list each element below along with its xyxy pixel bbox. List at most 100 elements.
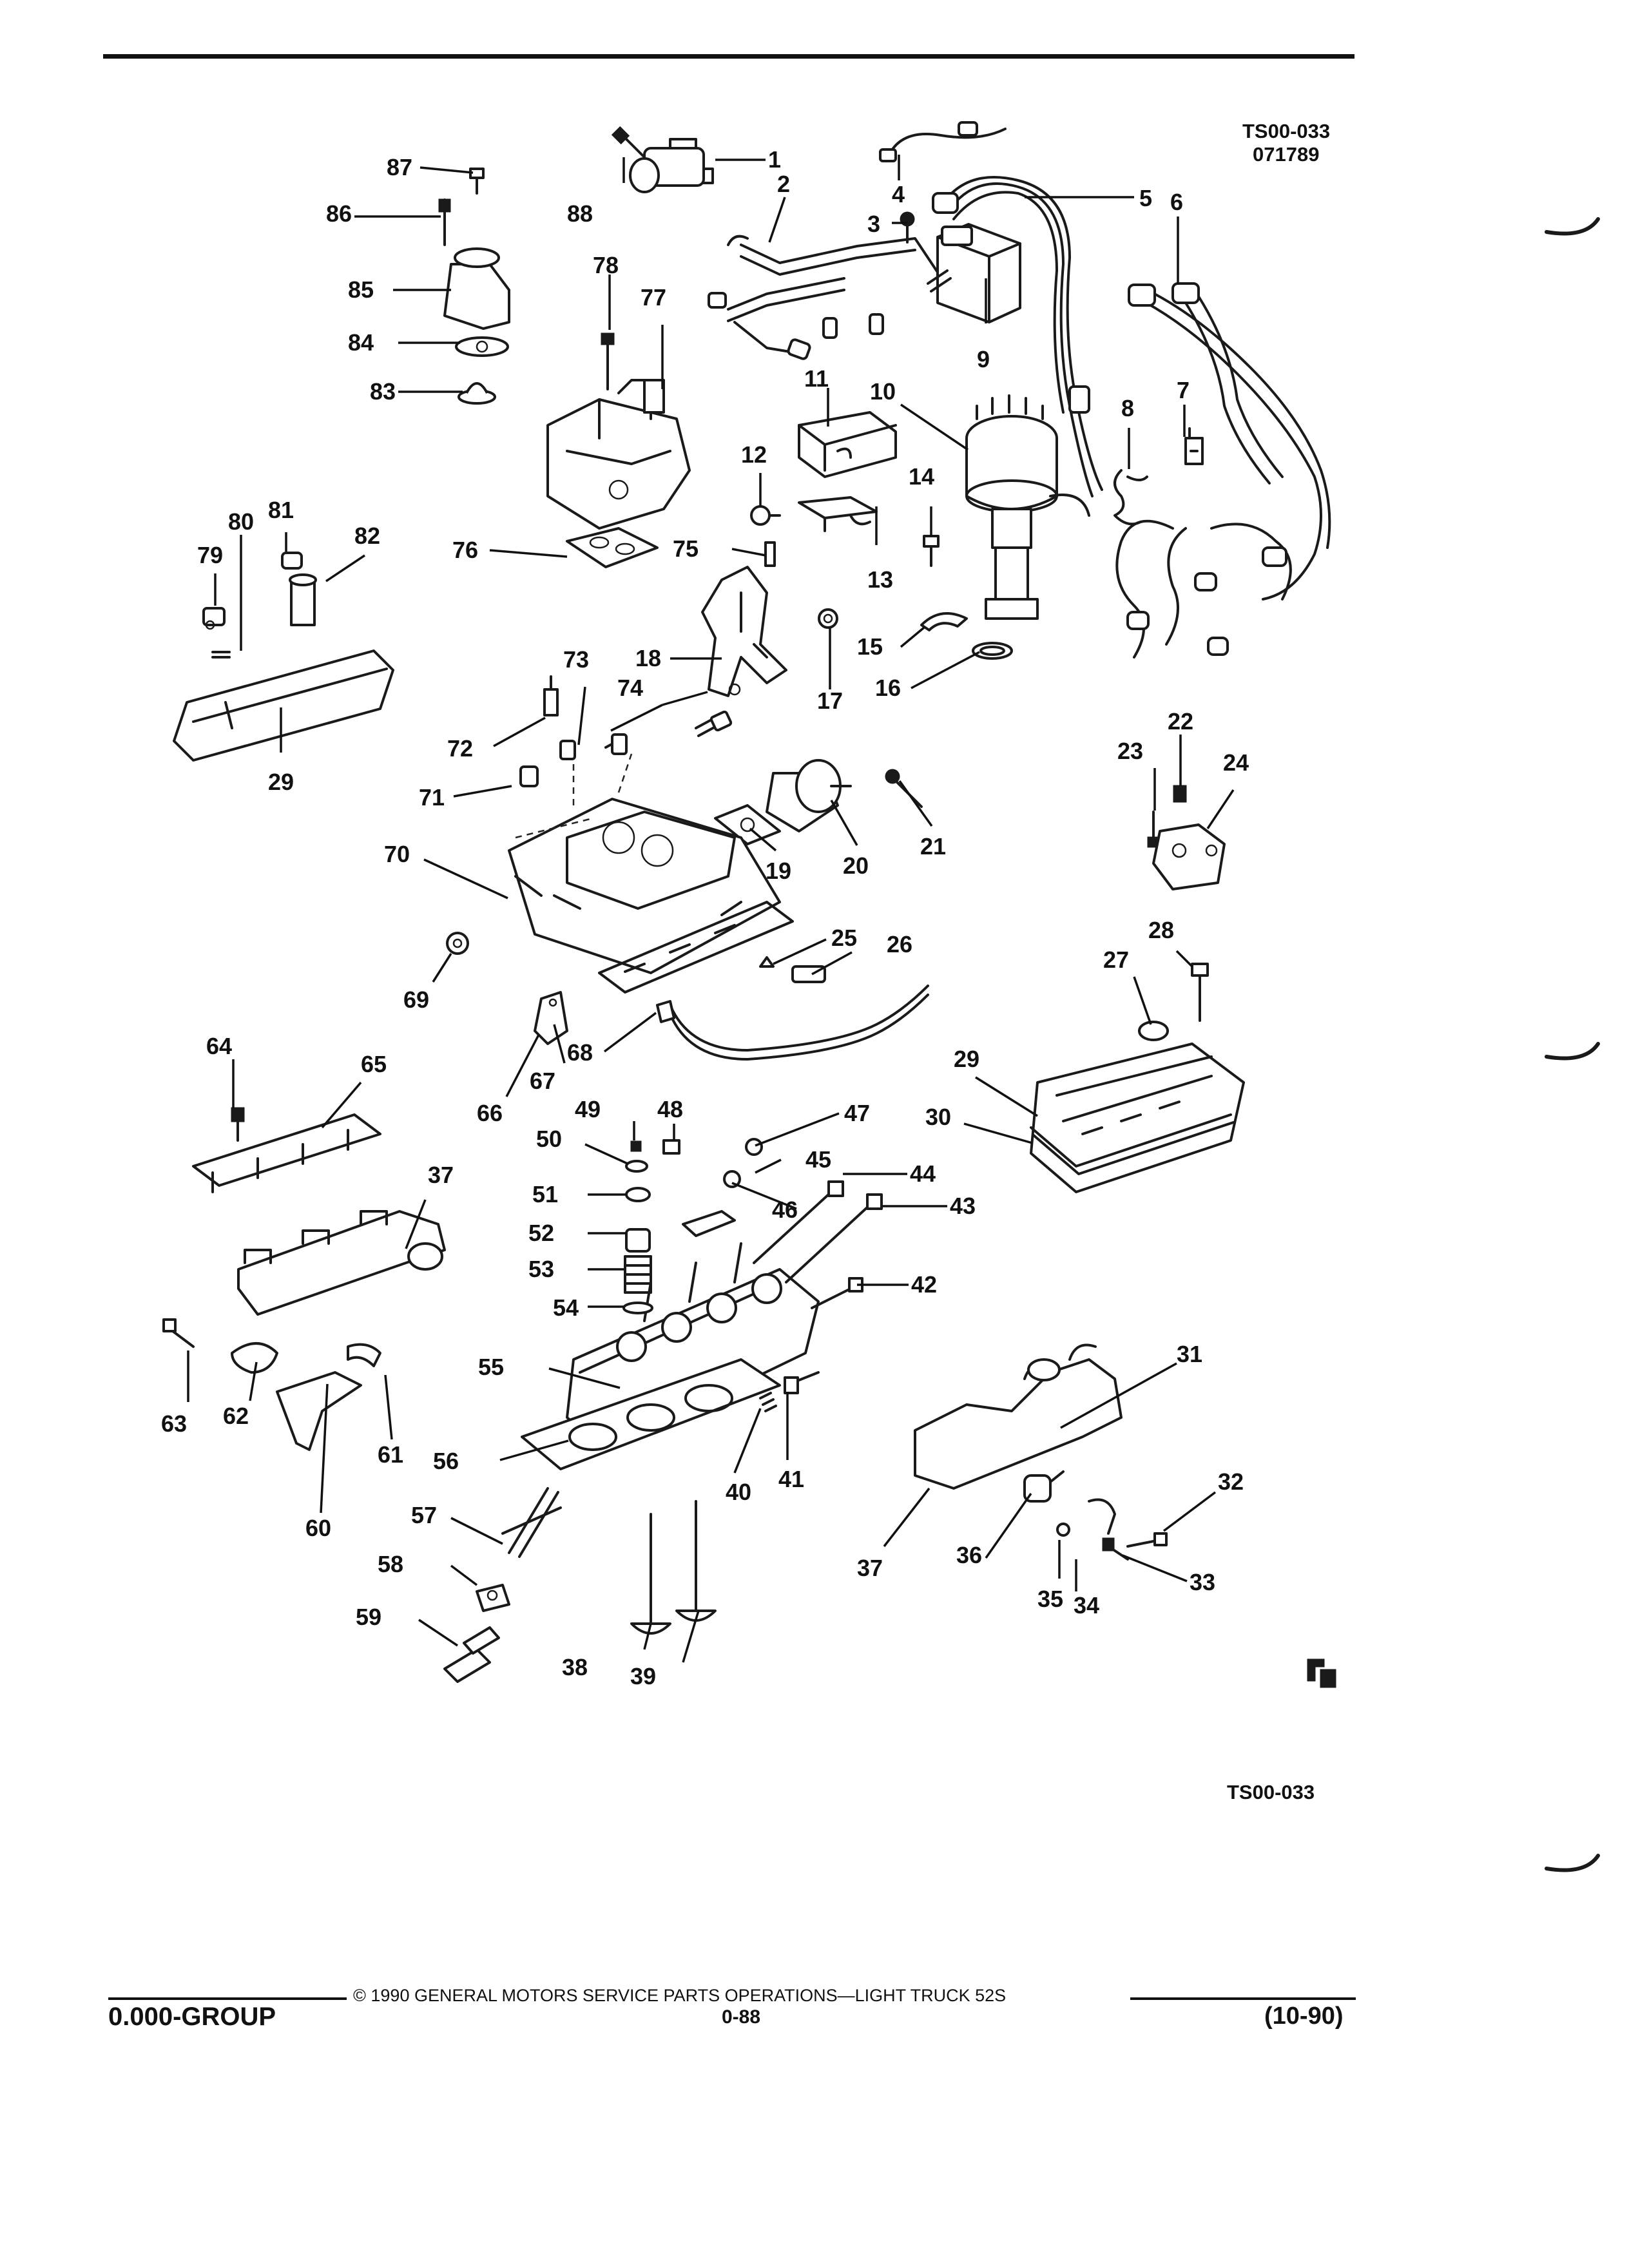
- callout-53: 53: [528, 1256, 554, 1282]
- callout-20: 20: [843, 852, 869, 879]
- callout-2: 2: [777, 171, 790, 197]
- binder-marks: [1545, 217, 1600, 1872]
- callout-75: 75: [673, 535, 699, 562]
- part-56-head-gasket: [521, 1358, 781, 1470]
- callout-76: 76: [452, 537, 478, 563]
- callout-80: 80: [228, 508, 254, 535]
- callout-56: 56: [433, 1448, 459, 1474]
- part-51-cap: [625, 1187, 651, 1202]
- part-81-grommet: [281, 552, 303, 570]
- callout-42: 42: [911, 1271, 937, 1298]
- callout-86: 86: [326, 200, 352, 227]
- part-84-gasket: [455, 336, 509, 357]
- footer-rule-left: [108, 1997, 347, 2000]
- part-74-fitting: [604, 710, 733, 755]
- callout-45: 45: [805, 1146, 831, 1173]
- part-7-clip: [1184, 427, 1204, 465]
- part-77-throttle-body: [546, 379, 691, 530]
- part-68-clip: [656, 1000, 675, 1023]
- part-12-sensor: [750, 505, 781, 526]
- part-65-heat-shield: [192, 1113, 381, 1193]
- part-70-intake-manifold: [508, 753, 781, 974]
- callout-37: 37: [857, 1555, 883, 1581]
- part-30-valve-cover-gasket: [1030, 1113, 1235, 1175]
- callout-36: 36: [956, 1542, 982, 1568]
- part-31-exhaust-manifold-right: [914, 1343, 1123, 1490]
- callout-78: 78: [593, 252, 619, 278]
- callout-33: 33: [1190, 1569, 1215, 1595]
- part-47-nut: [745, 1138, 763, 1156]
- part-9-ignition-module: [927, 223, 1021, 323]
- part-35-washer: [1056, 1523, 1070, 1537]
- callout-6: 6: [1170, 189, 1183, 215]
- part-43-head-bolt: [785, 1193, 883, 1283]
- callout-51: 51: [532, 1181, 558, 1207]
- callout-15: 15: [857, 633, 883, 660]
- footer-page-number: 0-88: [722, 2006, 761, 2028]
- part-59-lifter: [443, 1626, 500, 1683]
- footer-rule-right: [1130, 1997, 1356, 2000]
- part-88-bolt: [611, 126, 644, 157]
- callout-43: 43: [950, 1193, 976, 1219]
- callout-34: 34: [1074, 1592, 1099, 1619]
- callout-41: 41: [778, 1466, 804, 1492]
- callout-61: 61: [378, 1441, 403, 1468]
- callout-12: 12: [741, 441, 767, 468]
- callout-11: 11: [804, 365, 829, 392]
- callout-58: 58: [378, 1551, 403, 1577]
- part-15-shim: [920, 612, 968, 631]
- part-83-thermostat: [458, 382, 496, 405]
- part-38-intake-valve: [630, 1513, 671, 1635]
- part-60-bracket: [276, 1371, 362, 1451]
- part-32-bolt: [1126, 1532, 1168, 1548]
- part-2-vacuum-harness: [708, 235, 955, 360]
- callout-54: 54: [553, 1294, 579, 1321]
- callout-3: 3: [867, 211, 880, 237]
- diagram-id: TS00-033: [1242, 120, 1331, 142]
- callout-52: 52: [528, 1220, 554, 1246]
- callout-4: 4: [892, 181, 905, 207]
- callout-29: 29: [954, 1046, 979, 1072]
- callout-81: 81: [268, 497, 294, 523]
- callout-28: 28: [1148, 917, 1174, 943]
- part-49-keeper: [630, 1140, 642, 1152]
- callout-labels: 1 2 3 4 5 6 7 8 9 10 11 12 13 14 15 16 1…: [161, 146, 1249, 1689]
- callout-19: 19: [766, 858, 791, 884]
- callout-65: 65: [361, 1051, 387, 1077]
- part-8-bracket-clip: [1113, 469, 1148, 526]
- callout-47: 47: [844, 1100, 870, 1126]
- callout-30: 30: [925, 1104, 951, 1130]
- callout-77: 77: [641, 284, 666, 311]
- part-64-bolt: [231, 1107, 245, 1142]
- callout-1: 1: [768, 146, 781, 173]
- callout-85: 85: [348, 276, 374, 303]
- part-39-exhaust-valve: [675, 1500, 717, 1622]
- callout-48: 48: [657, 1096, 683, 1122]
- part-44-head-bolt: [753, 1180, 844, 1264]
- part-17-nut: [818, 608, 838, 629]
- part-28-bolt: [1191, 963, 1209, 1022]
- part-13-switch: [798, 496, 878, 532]
- footer-group: 0.000-GROUP: [108, 2003, 276, 2031]
- callout-31: 31: [1177, 1341, 1202, 1367]
- callout-55: 55: [478, 1354, 504, 1380]
- part-58-retainer: [476, 1584, 510, 1612]
- part-86-stud: [438, 198, 451, 246]
- callout-68: 68: [567, 1039, 593, 1066]
- part-85-thermostat-housing: [443, 247, 510, 330]
- leader-lines: [187, 155, 1235, 1663]
- part-69-nut: [446, 932, 469, 955]
- callout-49: 49: [575, 1096, 601, 1122]
- part-41-stud: [784, 1371, 820, 1394]
- part-18-throttle-bracket: [701, 566, 787, 697]
- callout-59: 59: [356, 1604, 381, 1630]
- callout-32: 32: [1218, 1468, 1244, 1495]
- part-82-breather: [289, 573, 317, 626]
- callout-67: 67: [530, 1068, 555, 1094]
- callout-50: 50: [536, 1126, 562, 1152]
- part-80-grommet: [211, 651, 231, 658]
- part-66-bracket: [534, 991, 568, 1045]
- part-36-sensor: [1023, 1470, 1065, 1503]
- part-45-ball: [723, 1170, 741, 1188]
